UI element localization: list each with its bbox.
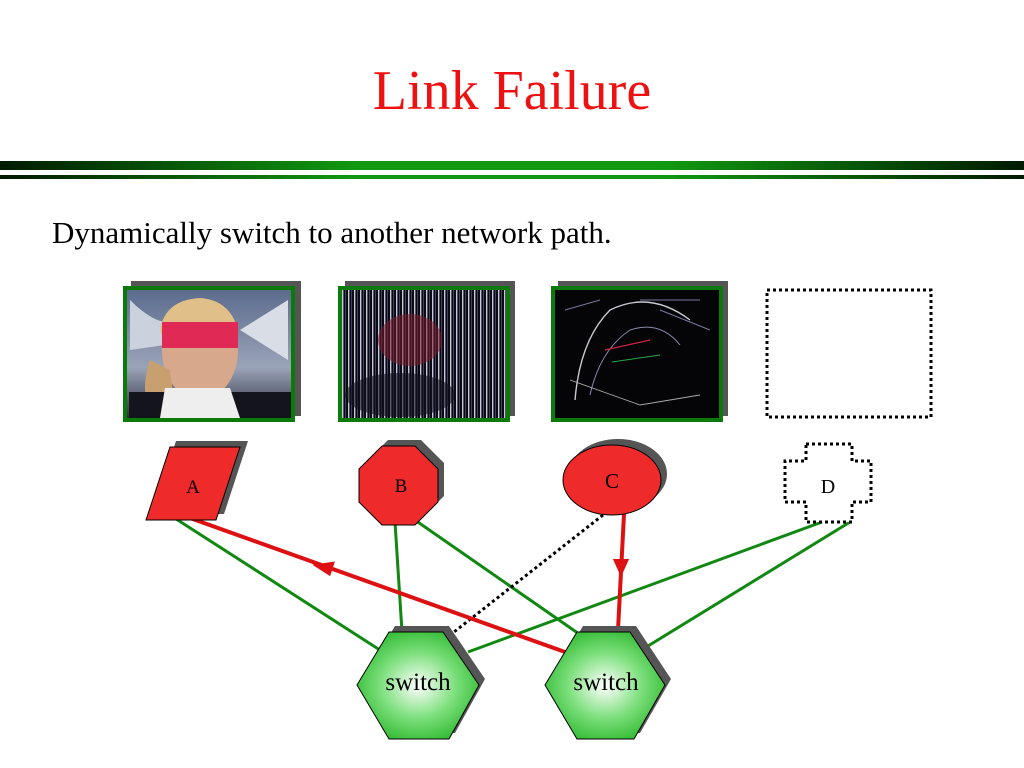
link-b-switch-left <box>393 521 404 633</box>
title-rule-top <box>0 161 1024 170</box>
frame-a <box>123 281 301 422</box>
frame-c <box>551 281 728 422</box>
node-a: A <box>145 441 248 521</box>
active-path <box>189 513 630 654</box>
node-d <box>783 442 873 524</box>
switch-left-label: switch <box>385 669 451 696</box>
frame-d-empty <box>765 288 933 419</box>
node-d-label: D <box>821 476 835 498</box>
arrowhead-to-switch-right <box>612 559 630 577</box>
switch-right-label: switch <box>573 669 639 696</box>
link-d-switch-right <box>647 520 851 648</box>
node-c: C <box>562 439 667 516</box>
link-d-switch-left <box>467 520 823 654</box>
slide-subtitle: Dynamically switch to another network pa… <box>52 215 612 250</box>
link-a-switch-left <box>172 515 384 654</box>
node-b-label: B <box>395 476 408 497</box>
frame-b <box>338 281 515 422</box>
active-link-switch-right-to-a <box>189 516 566 654</box>
switch-right: switch <box>544 626 671 740</box>
node-c-label: C <box>605 469 619 493</box>
portrait-image <box>129 298 291 418</box>
node-b: B <box>358 440 444 526</box>
link-b-switch-right <box>411 516 583 638</box>
failed-link-c-switch-left <box>453 513 604 634</box>
arrowhead-to-a <box>312 561 335 577</box>
switch-left: switch <box>356 626 485 740</box>
slide-title: Link Failure <box>372 60 652 122</box>
node-a-label: A <box>186 477 200 498</box>
green-links <box>172 515 851 654</box>
title-rule-bottom <box>0 175 1024 179</box>
